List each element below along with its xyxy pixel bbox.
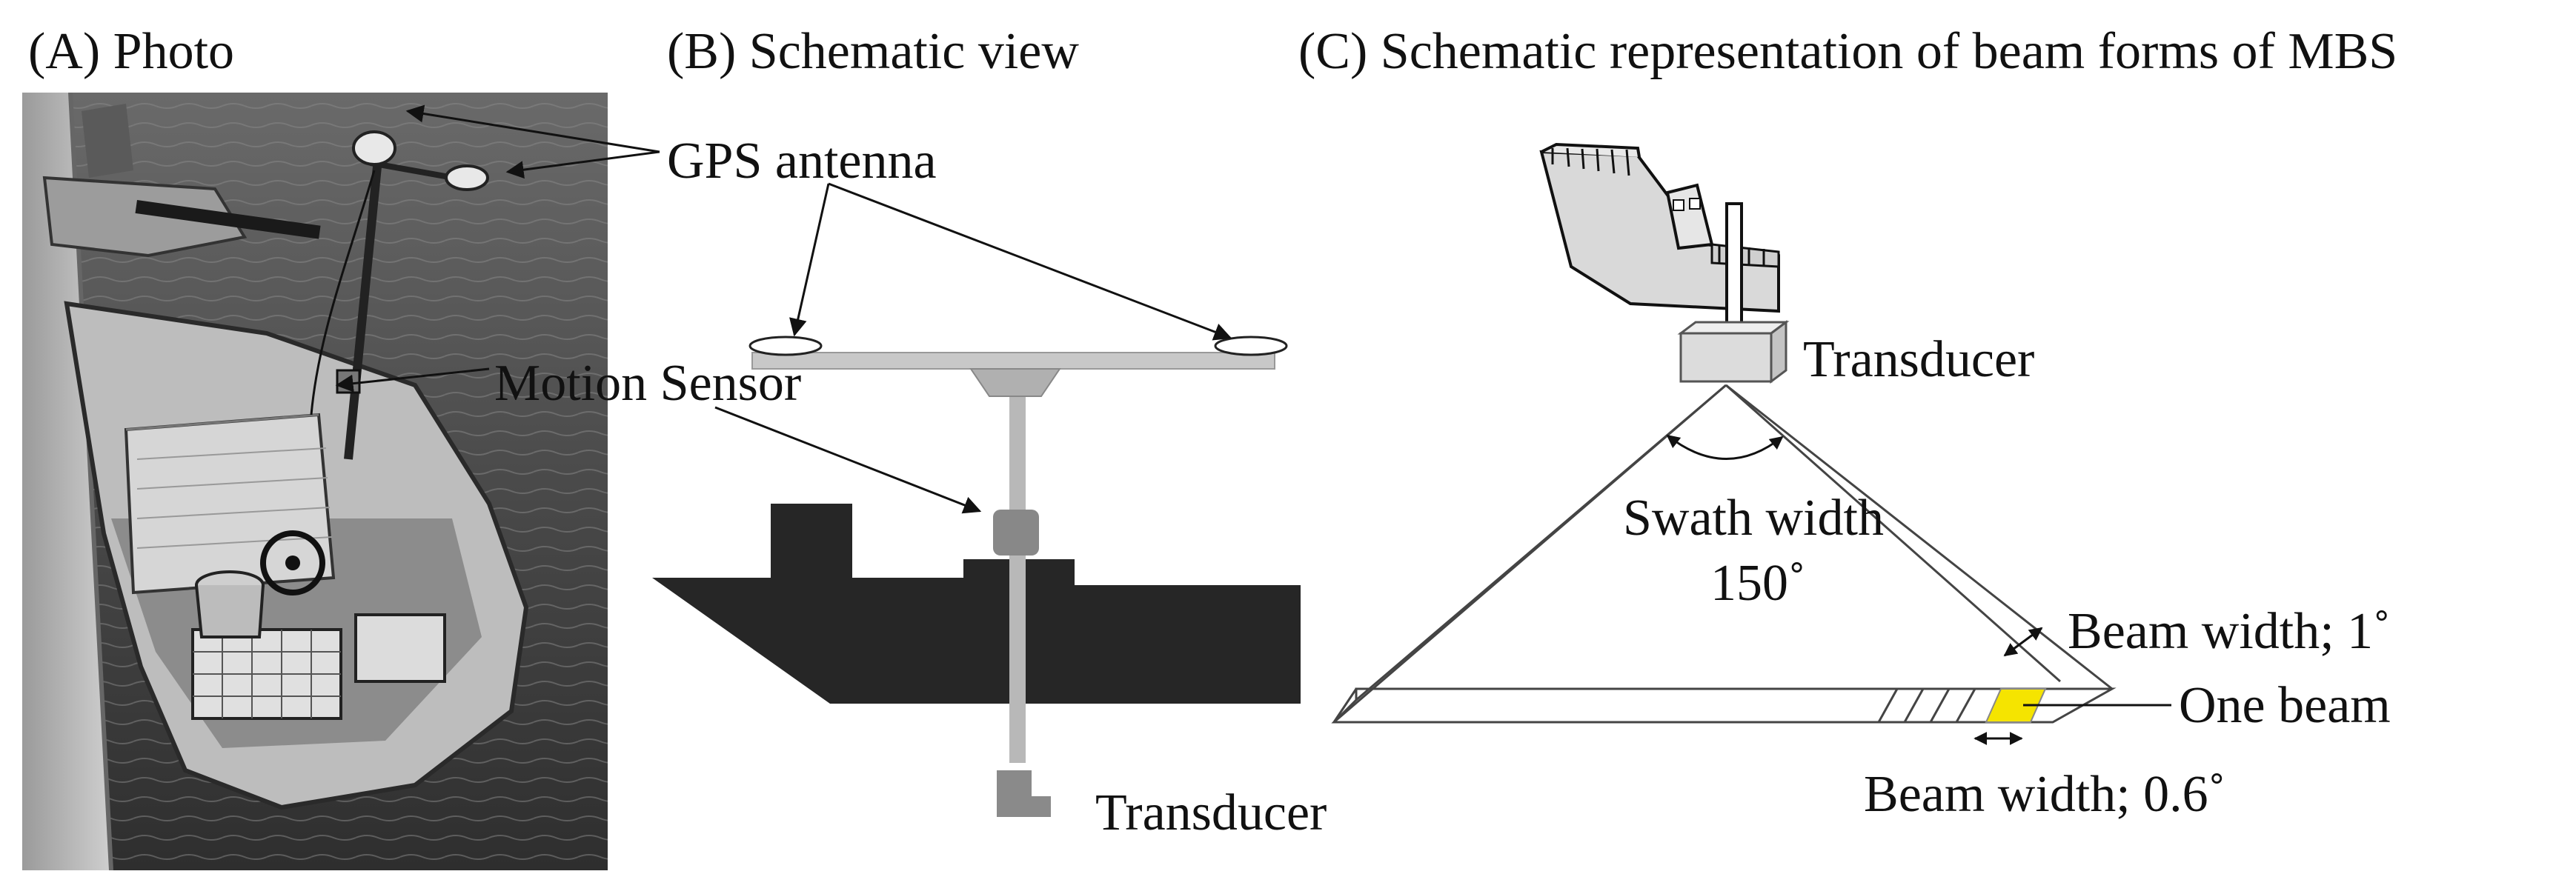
beam-width-1-arrow bbox=[2003, 627, 2043, 657]
transducer-label-c: Transducer bbox=[1803, 331, 2034, 388]
panel-c: (C) Schematic representation of beam for… bbox=[1298, 23, 2397, 823]
gps-arrow-photo-1 bbox=[405, 104, 660, 153]
motion-sensor-icon bbox=[993, 510, 1039, 556]
crossbar-mount bbox=[969, 368, 1061, 397]
gps-arrow-schematic-left bbox=[789, 183, 830, 337]
motion-arrow-photo bbox=[335, 367, 490, 393]
swath-width-label: Swath width bbox=[1623, 490, 1884, 547]
beam-width-1-label: Beam width; 1˚ bbox=[2068, 603, 2390, 660]
gps-arrow-schematic-right bbox=[828, 182, 1232, 341]
panel-a-title: (A) Photo bbox=[28, 23, 234, 80]
swath-angle-label: 150˚ bbox=[1710, 555, 1805, 612]
panel-b: (B) Schematic view GPS antenna Motion Se… bbox=[335, 23, 1327, 841]
gps-antenna-right-icon bbox=[1214, 336, 1288, 356]
motion-sensor-label: Motion Sensor bbox=[494, 355, 801, 412]
boat-photo bbox=[22, 93, 608, 870]
single-beam-footprint bbox=[1985, 688, 2047, 723]
beam-width-06-label: Beam width; 0.6˚ bbox=[1864, 766, 2225, 823]
survey-ship-icon bbox=[1539, 142, 1780, 335]
sensor-pole bbox=[1009, 393, 1026, 763]
panel-c-title: (C) Schematic representation of beam for… bbox=[1298, 23, 2397, 80]
panel-b-title: (B) Schematic view bbox=[667, 23, 1079, 80]
motion-arrow-schematic bbox=[714, 406, 982, 514]
swath-angle-arc bbox=[1666, 434, 1784, 460]
panel-a: (A) Photo bbox=[22, 23, 608, 870]
antenna-crossbar bbox=[751, 352, 1275, 370]
transducer-label-b: Transducer bbox=[1095, 784, 1327, 841]
transducer-box-icon bbox=[1677, 320, 1790, 384]
boat-silhouette bbox=[652, 504, 1301, 704]
gps-antenna-left-icon bbox=[748, 336, 823, 356]
swath-fan bbox=[1331, 384, 2117, 724]
gps-arrow-photo-2 bbox=[505, 150, 660, 179]
gps-antenna-label: GPS antenna bbox=[667, 133, 937, 190]
one-beam-label: One beam bbox=[2179, 677, 2391, 734]
transducer-icon bbox=[997, 770, 1051, 817]
